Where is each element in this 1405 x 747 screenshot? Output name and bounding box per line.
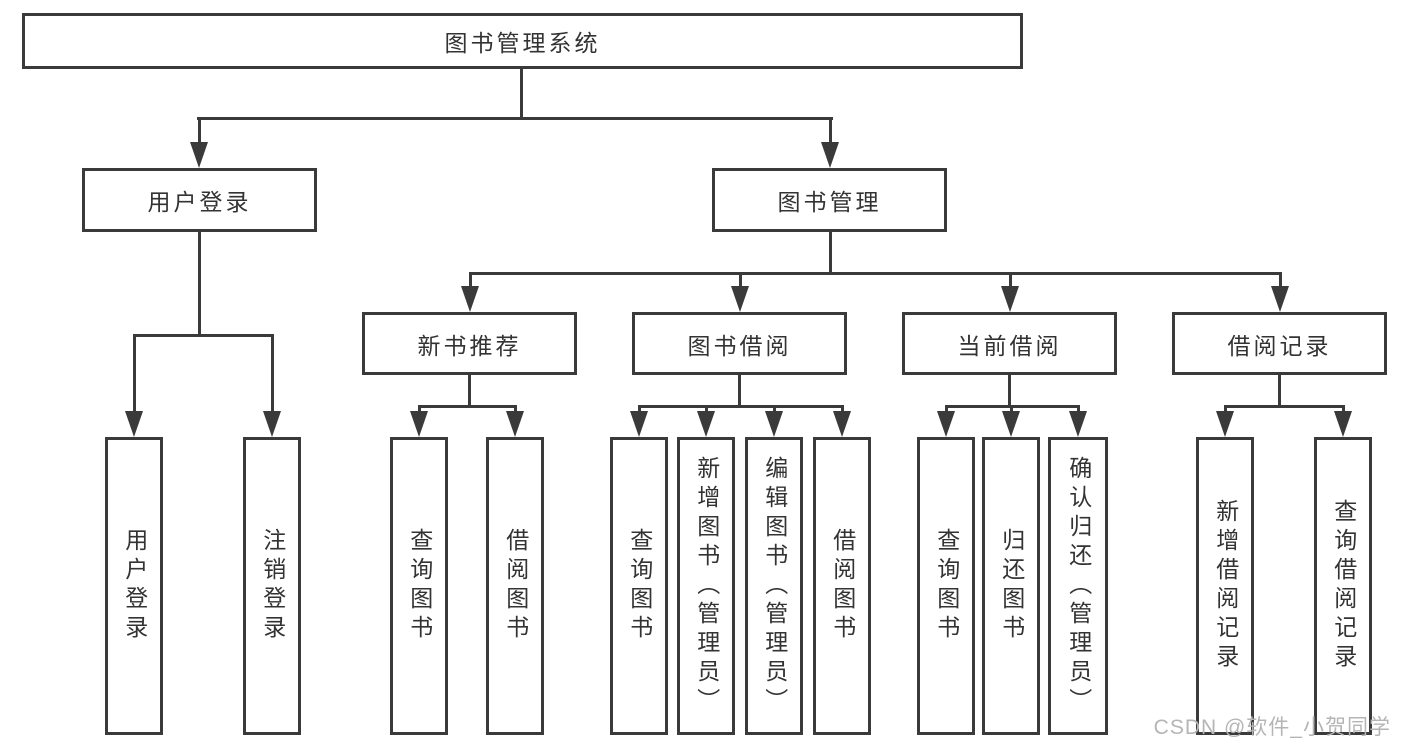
connector-root-split xyxy=(197,117,833,120)
arrow-down-icon xyxy=(506,411,524,437)
node-label: 用户登录 xyxy=(147,189,252,215)
arrow-down-icon xyxy=(461,286,479,312)
connector-stub xyxy=(1341,405,1345,415)
leaf-label: 新增图书（管理员） xyxy=(693,455,720,717)
connector-stub xyxy=(132,334,136,413)
connector-stub xyxy=(513,405,517,415)
node-label: 借阅记录 xyxy=(1227,332,1332,359)
leaf-label: 注销登录 xyxy=(259,528,286,644)
arrow-down-icon xyxy=(765,411,783,437)
leaf-logout: 注销登录 xyxy=(243,437,301,735)
leaf-label: 查询图书 xyxy=(933,528,960,644)
connector-drop xyxy=(468,375,471,408)
node-root-system: 图书管理系统 xyxy=(22,13,1023,69)
leaf-query-books-borrow: 查询图书 xyxy=(610,437,668,735)
connector-stub xyxy=(704,405,708,415)
connector-root-drop xyxy=(520,68,523,120)
leaf-label: 确认归还（管理员） xyxy=(1065,455,1092,717)
leaf-query-books-recommend: 查询图书 xyxy=(390,437,448,735)
arrow-down-icon xyxy=(1216,411,1234,437)
node-user-login: 用户登录 xyxy=(82,168,317,232)
connector-stub xyxy=(1009,405,1013,415)
arrow-down-icon xyxy=(1001,286,1019,312)
arrow-down-icon xyxy=(125,411,143,437)
connector-stub xyxy=(417,405,421,415)
arrow-down-icon xyxy=(937,411,955,437)
leaf-label: 编辑图书（管理员） xyxy=(761,455,788,717)
connector-user-login-drop xyxy=(197,232,201,337)
leaf-label: 查询图书 xyxy=(626,528,653,644)
leaf-add-borrow-record: 新增借阅记录 xyxy=(1196,437,1254,735)
connector-drop xyxy=(738,375,741,408)
arrow-down-icon xyxy=(1069,411,1087,437)
node-label: 图书借阅 xyxy=(687,332,792,359)
connector-stub xyxy=(738,272,742,288)
connector-drop xyxy=(1008,375,1011,408)
connector-stub xyxy=(840,405,844,415)
connector-split xyxy=(637,405,844,408)
node-book-management: 图书管理 xyxy=(712,168,947,232)
connector-stub xyxy=(1223,405,1227,415)
connector-book-mgmt-split xyxy=(468,272,1282,275)
leaf-label: 借阅图书 xyxy=(502,528,529,644)
connector-split xyxy=(417,405,517,408)
node-label: 图书管理系统 xyxy=(444,30,601,56)
csdn-watermark: CSDN @软件_小贺同学 xyxy=(1153,716,1391,739)
node-book-borrow: 图书借阅 xyxy=(632,312,847,375)
connector-stub xyxy=(270,334,274,413)
connector-stub-book-mgmt xyxy=(828,117,832,145)
connector-book-mgmt-drop xyxy=(828,232,832,275)
leaf-label: 用户登录 xyxy=(121,528,148,644)
connector-stub xyxy=(944,405,948,415)
leaf-label: 新增借阅记录 xyxy=(1212,499,1239,673)
arrow-down-icon xyxy=(731,286,749,312)
arrow-down-icon xyxy=(630,411,648,437)
arrow-down-icon xyxy=(190,142,208,168)
leaf-label: 归还图书 xyxy=(998,528,1025,644)
leaf-borrow-books: 借阅图书 xyxy=(813,437,871,735)
node-label: 图书管理 xyxy=(777,189,882,215)
node-label: 新书推荐 xyxy=(417,332,522,359)
leaf-label: 借阅图书 xyxy=(829,528,856,644)
leaf-add-book-admin: 新增图书（管理员） xyxy=(677,437,735,735)
arrow-down-icon xyxy=(821,142,839,168)
leaf-confirm-return-admin: 确认归还（管理员） xyxy=(1048,437,1108,735)
arrow-down-icon xyxy=(1002,411,1020,437)
leaf-query-books-current: 查询图书 xyxy=(917,437,975,735)
connector-drop xyxy=(1278,375,1281,408)
connector-stub xyxy=(637,405,641,415)
node-label: 当前借阅 xyxy=(957,332,1062,359)
leaf-borrow-books-recommend: 借阅图书 xyxy=(486,437,544,735)
arrow-down-icon xyxy=(1271,286,1289,312)
node-new-book-recommend: 新书推荐 xyxy=(362,312,577,375)
connector-stub xyxy=(772,405,776,415)
arrow-down-icon xyxy=(833,411,851,437)
arrow-down-icon xyxy=(263,411,281,437)
node-current-borrow: 当前借阅 xyxy=(902,312,1117,375)
leaf-label: 查询图书 xyxy=(406,528,433,644)
connector-stub xyxy=(1008,272,1012,288)
connector-stub-user-login xyxy=(197,117,201,145)
leaf-query-borrow-record: 查询借阅记录 xyxy=(1314,437,1372,735)
connector-stub xyxy=(1076,405,1080,415)
connector-user-login-split xyxy=(132,334,274,337)
arrow-down-icon xyxy=(410,411,428,437)
leaf-return-book: 归还图书 xyxy=(982,437,1040,735)
arrow-down-icon xyxy=(697,411,715,437)
connector-stub xyxy=(1278,272,1282,288)
node-borrow-records: 借阅记录 xyxy=(1172,312,1387,375)
leaf-edit-book-admin: 编辑图书（管理员） xyxy=(745,437,803,735)
connector-split xyxy=(1223,405,1345,408)
connector-stub xyxy=(468,272,472,288)
arrow-down-icon xyxy=(1334,411,1352,437)
leaf-user-login: 用户登录 xyxy=(105,437,163,735)
leaf-label: 查询借阅记录 xyxy=(1330,499,1357,673)
